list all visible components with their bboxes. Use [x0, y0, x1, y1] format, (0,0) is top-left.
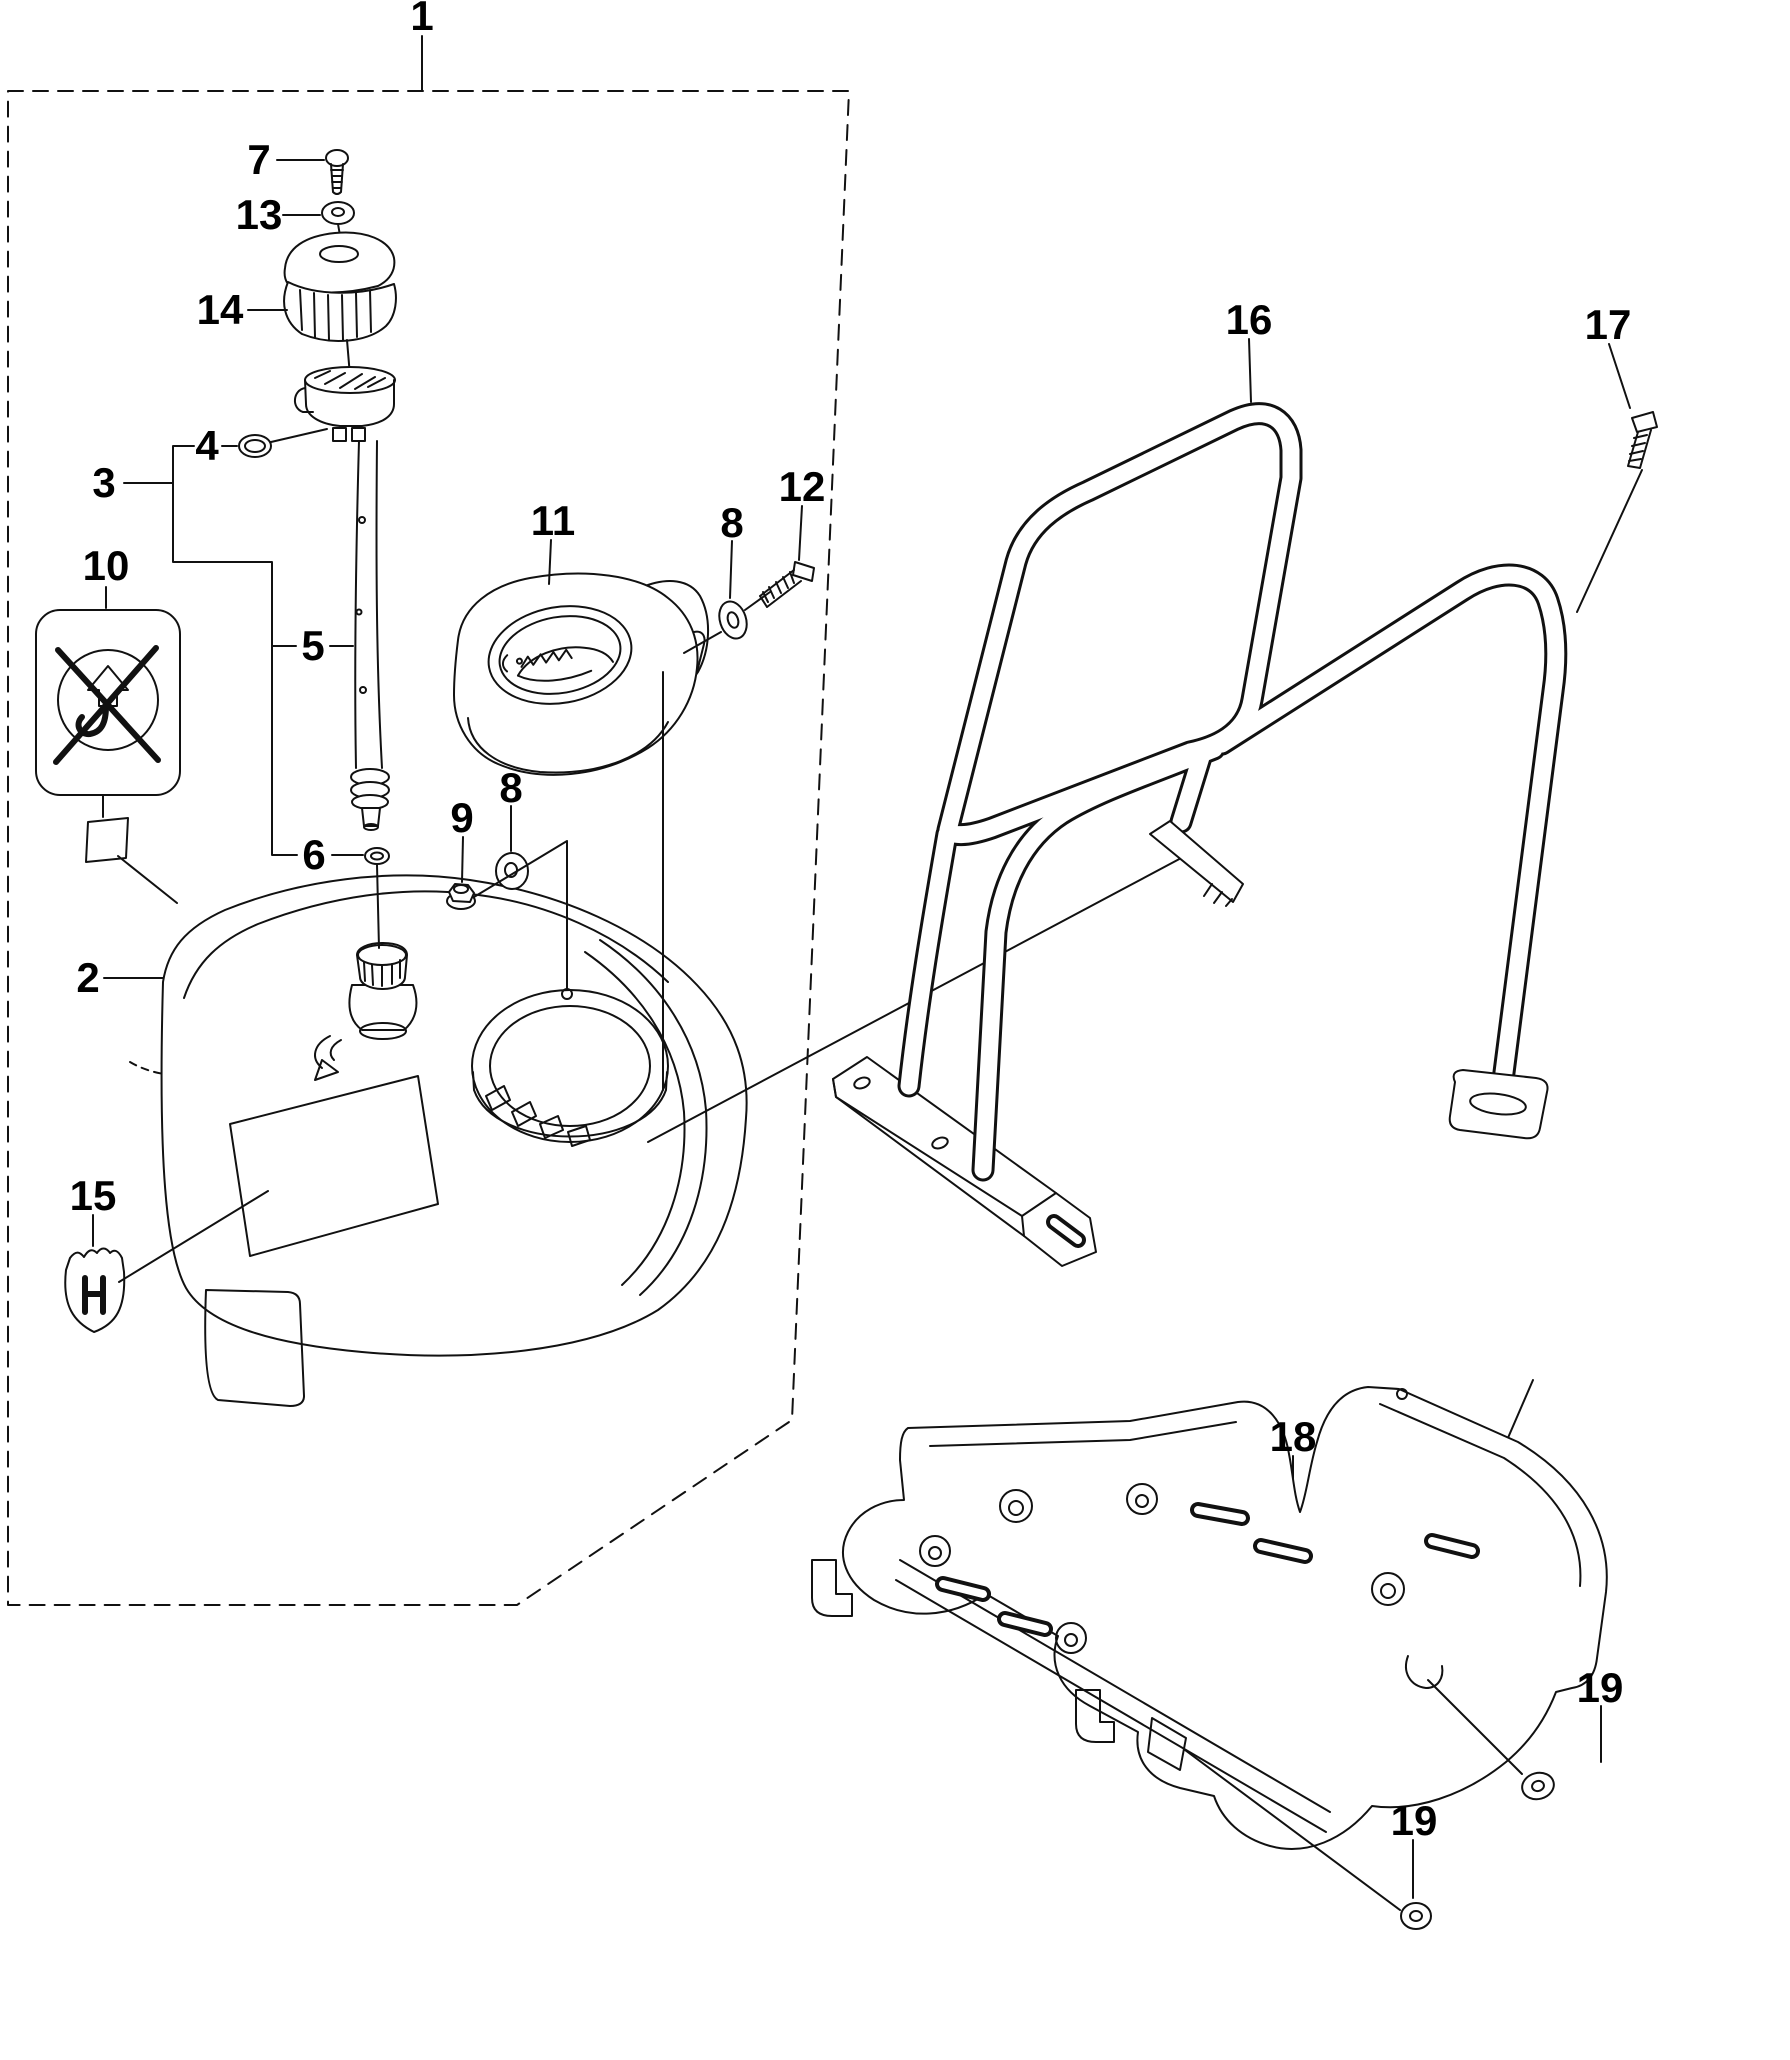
- handle-rear-foot: [1448, 1069, 1549, 1140]
- part-label-2: 2: [76, 954, 100, 1001]
- part-label-10: 10: [82, 542, 130, 589]
- cap-cover-part-11: [453, 572, 709, 1091]
- tank-cap-part-14: [283, 231, 397, 377]
- plate-slots: [935, 1502, 1480, 1637]
- plate-stud: [1396, 1388, 1408, 1400]
- washer-part-19-right: [1521, 1771, 1555, 1801]
- base-plate-cover: [811, 1386, 1608, 1911]
- part-label-17: 17: [1584, 301, 1632, 348]
- screw-part-12: [759, 561, 815, 608]
- assembly-boundary-box: [7, 90, 850, 1606]
- part-label-1: 1: [410, 0, 434, 39]
- handle-rest-pad: [1149, 820, 1244, 907]
- part-label-15: 15: [69, 1172, 117, 1219]
- flange-nut-part-9: [446, 840, 568, 991]
- crocodile-emblem-icon: [487, 605, 633, 705]
- part-label-13: 13: [235, 191, 283, 238]
- water-tank: [129, 874, 748, 1407]
- part-label-4: 4: [195, 422, 219, 469]
- part-label-9: 9: [450, 794, 474, 841]
- washer-part-8-upper: [683, 591, 771, 654]
- tank-lower-panel: [204, 1289, 305, 1407]
- handle-frame: [832, 402, 1568, 1267]
- tank-filler-neck: [348, 942, 418, 1040]
- part-label-12: 12: [778, 463, 826, 510]
- crowned-h-icon: [64, 1190, 269, 1333]
- no-crane-lift-icon: [35, 609, 181, 904]
- washer-part-8-lower: [495, 852, 529, 890]
- hose-part-5: [350, 440, 390, 831]
- part-label-14: 14: [196, 286, 244, 333]
- part-label-19-right: 19: [1576, 1664, 1624, 1711]
- part-label-6: 6: [302, 831, 326, 878]
- part-label-11: 11: [530, 497, 576, 544]
- plate-holes: [919, 1483, 1405, 1654]
- o-ring-part-6: [364, 847, 390, 949]
- part-label-19-bottom: 19: [1390, 1797, 1438, 1844]
- part-label-3: 3: [92, 459, 116, 506]
- gauge-unit: [294, 366, 396, 442]
- leader-lines: [92, 35, 1643, 1899]
- part-label-16: 16: [1225, 296, 1273, 343]
- handle-tubes-outline: [897, 402, 1568, 1182]
- tank-ring-clamp: [471, 988, 669, 1147]
- handle-front-foot-plate: [832, 1056, 1097, 1267]
- sealing-ring-part-4: [238, 428, 328, 458]
- part-label-8-lower: 8: [499, 764, 523, 811]
- part-label-8-upper: 8: [720, 499, 744, 546]
- part-label-5: 5: [301, 622, 325, 669]
- rotate-arrow-icon: [314, 1035, 342, 1081]
- flange-bolt-part-17: [1627, 411, 1658, 469]
- part-label-7: 7: [247, 136, 271, 183]
- screw-part-7: [325, 149, 349, 195]
- part-label-18: 18: [1269, 1413, 1317, 1460]
- tank-label-recess: [229, 1075, 439, 1257]
- washer-part-19-bottom: [1400, 1902, 1432, 1930]
- handle-tubes-fill: [900, 405, 1565, 1179]
